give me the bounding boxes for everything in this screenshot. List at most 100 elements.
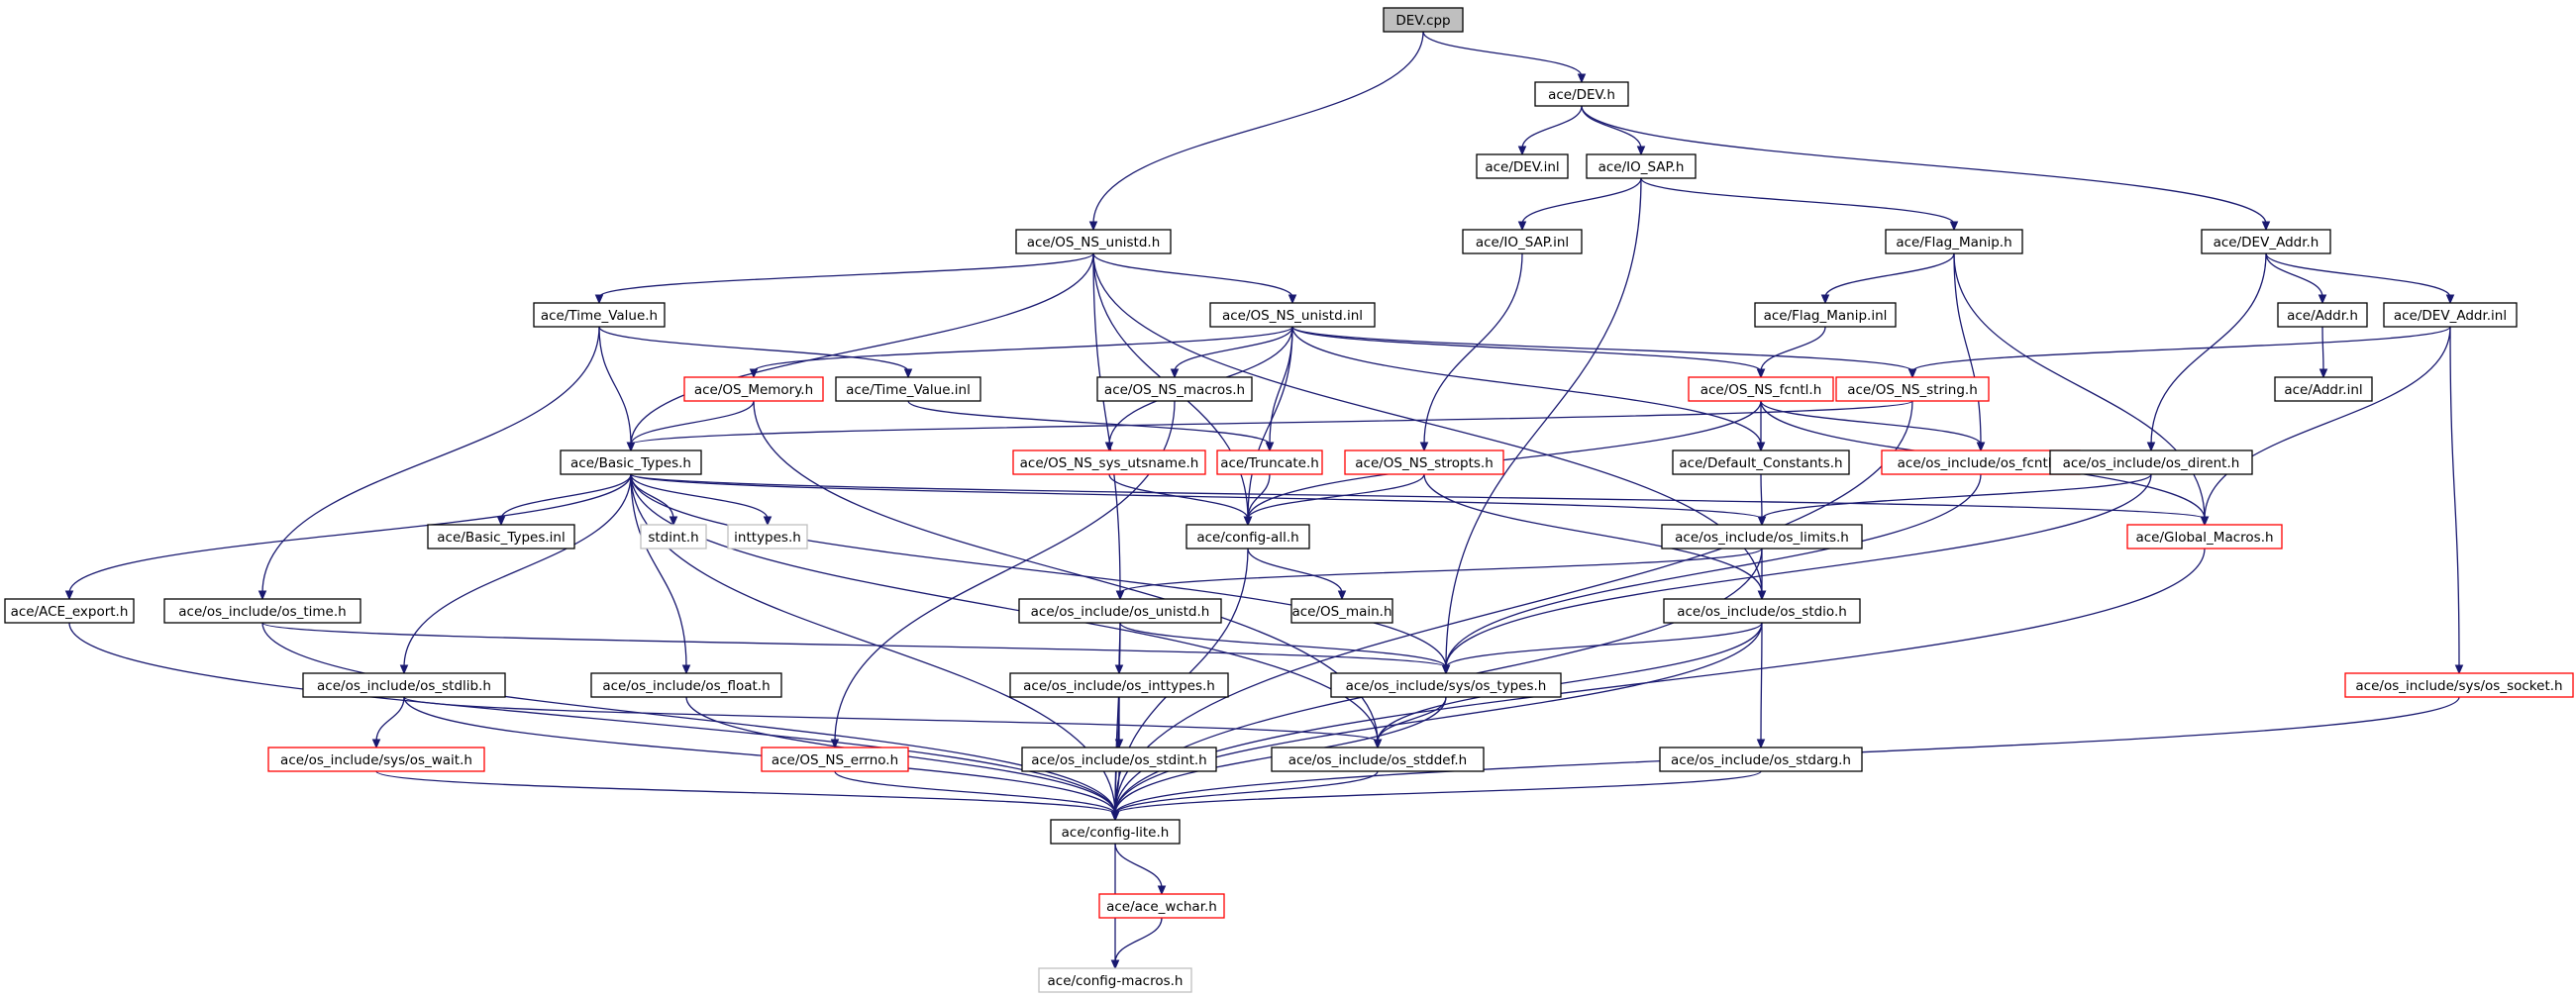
node-dev-addr-h[interactable]: ace/DEV_Addr.h bbox=[2201, 229, 2331, 254]
node-os-ns-string-h[interactable]: ace/OS_NS_string.h bbox=[1835, 376, 1990, 402]
edge-basic_types_h-to-os_include_sys_os_types_h bbox=[630, 473, 1447, 668]
node-os-include-os-time-h[interactable]: ace/os_include/os_time.h bbox=[163, 598, 361, 624]
edge-os_include_os_limits_h-to-os_include_os_unistd_h bbox=[1119, 548, 1763, 594]
edge-time_value_h-to-os_include_os_time_h bbox=[261, 326, 600, 594]
node-box bbox=[427, 524, 575, 549]
node-os-include-sys-os-types-h[interactable]: ace/os_include/sys/os_types.h bbox=[1330, 672, 1562, 698]
node-os-include-os-stdarg-h[interactable]: ace/os_include/os_stdarg.h bbox=[1659, 747, 1863, 772]
node-os-include-os-unistd-h[interactable]: ace/os_include/os_unistd.h bbox=[1018, 598, 1222, 624]
node-box bbox=[302, 672, 506, 698]
node-os-include-os-stdint-h[interactable]: ace/os_include/os_stdint.h bbox=[1021, 747, 1217, 772]
node-io-sap-inl[interactable]: ace/IO_SAP.inl bbox=[1462, 229, 1583, 254]
node-os-include-os-inttypes-h[interactable]: ace/os_include/os_inttypes.h bbox=[1009, 672, 1229, 698]
edge-arrowhead-os_include_os_stdarg_h bbox=[1756, 739, 1766, 749]
node-addr-inl[interactable]: ace/Addr.inl bbox=[2274, 376, 2373, 402]
edge-ace_wchar_h-to-config_macros_h bbox=[1114, 917, 1163, 963]
node-config-all-h[interactable]: ace/config-all.h bbox=[1185, 524, 1310, 549]
edge-os_include_os_time_h-to-config_lite_h bbox=[261, 622, 1116, 815]
node-box bbox=[1881, 449, 2081, 475]
node-label: ace/OS_NS_string.h bbox=[1847, 382, 1978, 398]
node-os-include-os-stdio-h[interactable]: ace/os_include/os_stdio.h bbox=[1663, 598, 1861, 624]
edge-os_include_os_stdint_h-to-config_lite_h bbox=[1114, 770, 1120, 815]
node-flag-manip-h[interactable]: ace/Flag_Manip.h bbox=[1885, 229, 2023, 254]
edge-os_ns_unistd_inl-to-os_ns_string_h bbox=[1291, 326, 1913, 372]
node-flag-manip-inl[interactable]: ace/Flag_Manip.inl bbox=[1754, 302, 1897, 328]
node-os-include-os-stddef-h[interactable]: ace/os_include/os_stddef.h bbox=[1271, 747, 1485, 772]
node-os-include-sys-os-socket-h[interactable]: ace/os_include/sys/os_socket.h bbox=[2344, 672, 2574, 698]
edge-os_include_os_stdio_h-to-os_include_os_stdarg_h bbox=[1760, 622, 1763, 743]
node-addr-h[interactable]: ace/Addr.h bbox=[2277, 302, 2368, 328]
node-box bbox=[761, 747, 909, 772]
edge-arrowhead-os_ns_stropts_h bbox=[1419, 442, 1429, 452]
node-label: ace/OS_main.h bbox=[1291, 604, 1391, 620]
node-os-include-os-dirent-h[interactable]: ace/os_include/os_dirent.h bbox=[2049, 449, 2253, 475]
node-os-include-os-float-h[interactable]: ace/os_include/os_float.h bbox=[590, 672, 782, 698]
edge-os_ns_unistd_inl-to-os_memory_h bbox=[753, 326, 1293, 372]
edge-basic_types_h-to-os_include_os_stddef_h bbox=[630, 473, 1379, 743]
node-os-include-sys-os-wait-h[interactable]: ace/os_include/sys/os_wait.h bbox=[267, 747, 485, 772]
edge-os_include_sys_os_wait_h-to-config_lite_h bbox=[375, 770, 1116, 815]
edge-os_ns_stropts_h-to-config_all_h bbox=[1247, 473, 1425, 520]
node-box bbox=[1534, 81, 1629, 107]
node-os-ns-macros-h[interactable]: ace/OS_NS_macros.h bbox=[1096, 376, 1253, 402]
node-box bbox=[1835, 376, 1990, 402]
node-dev-addr-inl[interactable]: ace/DEV_Addr.inl bbox=[2383, 302, 2518, 328]
node-os-include-os-stdlib-h[interactable]: ace/os_include/os_stdlib.h bbox=[302, 672, 506, 698]
edge-flag_manip_inl-to-os_ns_fcntl_h bbox=[1760, 326, 1826, 372]
edge-os_ns_stropts_h-to-os_include_os_stdio_h bbox=[1423, 473, 1763, 594]
edge-os_include_os_unistd_h-to-os_include_sys_os_types_h bbox=[1119, 622, 1447, 668]
node-os-ns-sys-utsname-h[interactable]: ace/OS_NS_sys_utsname.h bbox=[1012, 449, 1206, 475]
edge-os_ns_fcntl_h-to-os_include_os_fcntl_h bbox=[1760, 400, 1982, 446]
edge-dev_addr_inl-to-global_macros_h bbox=[2204, 326, 2451, 520]
node-os-memory-h[interactable]: ace/OS_Memory.h bbox=[683, 376, 824, 402]
edge-arrowhead-dev_addr_h bbox=[2261, 221, 2271, 232]
edge-arrowhead-os_include_os_stdlib_h bbox=[399, 664, 409, 675]
node-default-constants-h[interactable]: ace/Default_Constants.h bbox=[1672, 449, 1850, 475]
edge-os_ns_unistd_inl-to-default_constants_h bbox=[1291, 326, 1762, 446]
node-os-include-os-limits-h[interactable]: ace/os_include/os_limits.h bbox=[1661, 524, 1863, 549]
node-ace-export-h[interactable]: ace/ACE_export.h bbox=[4, 598, 135, 624]
edge-config_lite_h-to-ace_wchar_h bbox=[1114, 843, 1163, 889]
node-os-ns-fcntl-h[interactable]: ace/OS_NS_fcntl.h bbox=[1688, 376, 1834, 402]
edge-basic_types_h-to-basic_types_inl bbox=[500, 473, 632, 520]
node-box bbox=[1021, 747, 1217, 772]
node-box bbox=[1383, 7, 1464, 33]
edge-os_ns_fcntl_h-to-config_all_h bbox=[1247, 400, 1762, 520]
node-box bbox=[640, 524, 707, 549]
node-os-ns-unistd-inl[interactable]: ace/OS_NS_unistd.inl bbox=[1209, 302, 1376, 328]
node-time-value-inl[interactable]: ace/Time_Value.inl bbox=[835, 376, 981, 402]
node-os-main-h[interactable]: ace/OS_main.h bbox=[1290, 598, 1393, 624]
edge-default_constants_h-to-os_include_os_limits_h bbox=[1760, 473, 1763, 520]
node-box bbox=[1271, 747, 1485, 772]
edge-dev_addr_inl-to-os_include_sys_os_socket_h bbox=[2449, 326, 2460, 668]
node-global-macros-h[interactable]: ace/Global_Macros.h bbox=[2126, 524, 2283, 549]
node-box bbox=[560, 449, 702, 475]
node-label: ace/os_include/os_limits.h bbox=[1675, 530, 1849, 546]
node-time-value-h[interactable]: ace/Time_Value.h bbox=[533, 302, 666, 328]
node-label: ace/OS_NS_macros.h bbox=[1104, 382, 1245, 398]
node-ace-dev-h[interactable]: ace/DEV.h bbox=[1534, 81, 1629, 107]
node-truncate-h[interactable]: ace/Truncate.h bbox=[1216, 449, 1323, 475]
edge-os_ns_unistd_inl-to-os_ns_fcntl_h bbox=[1291, 326, 1762, 372]
node-label: ace/Truncate.h bbox=[1220, 455, 1319, 471]
edge-arrowhead-stdint_h bbox=[669, 516, 678, 527]
node-label: ace/IO_SAP.h bbox=[1598, 159, 1685, 175]
node-basic-types-h[interactable]: ace/Basic_Types.h bbox=[560, 449, 702, 475]
edge-dev_addr_h-to-dev_addr_inl bbox=[2265, 252, 2451, 298]
edge-arrowhead-basic_types_inl bbox=[496, 516, 506, 527]
node-io-sap-h[interactable]: ace/IO_SAP.h bbox=[1586, 153, 1697, 179]
node-os-ns-stropts-h[interactable]: ace/OS_NS_stropts.h bbox=[1344, 449, 1504, 475]
node-dev-cpp[interactable]: DEV.cpp bbox=[1383, 7, 1464, 33]
edge-arrowhead-config_lite_h bbox=[1110, 811, 1120, 822]
node-os-ns-unistd-h[interactable]: ace/OS_NS_unistd.h bbox=[1015, 229, 1172, 254]
node-basic-types-inl[interactable]: ace/Basic_Types.inl bbox=[427, 524, 575, 549]
edge-os_ns_errno_h-to-config_lite_h bbox=[834, 770, 1116, 815]
node-os-include-os-fcntl-h[interactable]: ace/os_include/os_fcntl.h bbox=[1881, 449, 2081, 475]
node-ace-wchar-h[interactable]: ace/ace_wchar.h bbox=[1098, 893, 1225, 919]
edge-os_ns_string_h-to-basic_types_h bbox=[630, 400, 1913, 446]
node-config-macros-h: ace/config-macros.h bbox=[1038, 967, 1192, 993]
node-config-lite-h[interactable]: ace/config-lite.h bbox=[1050, 819, 1181, 845]
edge-arrowhead-os_ns_sys_utsname_h bbox=[1104, 442, 1114, 452]
node-dev-inl[interactable]: ace/DEV.inl bbox=[1476, 153, 1569, 179]
node-os-ns-errno-h[interactable]: ace/OS_NS_errno.h bbox=[761, 747, 909, 772]
